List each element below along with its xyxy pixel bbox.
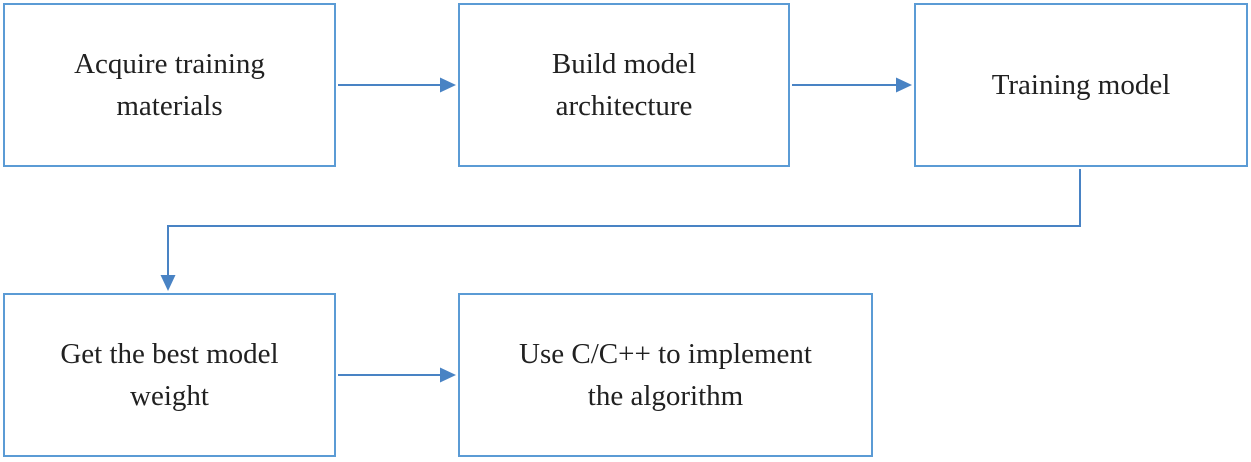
node-label: Training model [991,68,1171,101]
node-get-best-model-weight: Get the best model weight [3,293,336,457]
arrowhead-right-icon [896,77,912,93]
edge-weight-to-implement [338,367,456,383]
arrowhead-right-icon [440,367,456,383]
edge-train-to-weight [160,169,1081,291]
node-label: Use C/C++ to implement the algorithm [519,337,812,412]
edge-build-to-train [792,77,912,93]
arrowhead-down-icon [160,275,176,291]
node-label: Get the best model weight [60,337,279,412]
node-label: Build model architecture [551,47,697,122]
node-training-model: Training model [914,3,1248,167]
node-acquire-training-materials: Acquire training materials [3,3,336,167]
node-build-model-architecture: Build model architecture [458,3,790,167]
arrowhead-right-icon [440,77,456,93]
node-label: Acquire training materials [74,47,265,122]
edge-acquire-to-build [338,77,456,93]
node-use-c-cpp-implement-algorithm: Use C/C++ to implement the algorithm [458,293,873,457]
